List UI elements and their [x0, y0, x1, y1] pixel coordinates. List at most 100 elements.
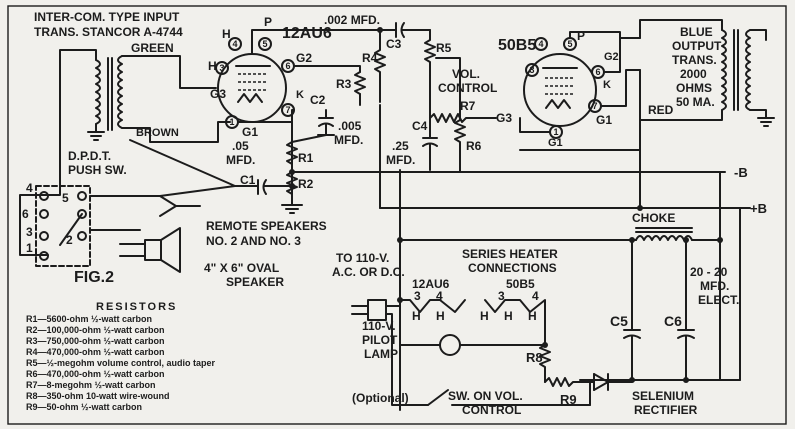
label-pilot-2: PILOT	[362, 333, 398, 347]
pilot-lamp	[399, 334, 546, 356]
resistor-legend-item-4: R4—470,000-ohm ½-watt carbon	[26, 347, 165, 357]
r2-resistor	[286, 171, 298, 195]
label-k2: K	[603, 79, 611, 91]
switch-terminal-0: 4	[26, 181, 33, 195]
label-vol-2: CONTROL	[438, 81, 497, 95]
label-pin-4b: 4	[532, 289, 539, 303]
label-blue: BLUE	[680, 25, 713, 39]
resistor-legend-item-5: R5—½-megohm volume control, audio taper	[26, 358, 216, 368]
label-pin-3b: 3	[498, 289, 505, 303]
label-brown: BROWN	[136, 127, 179, 139]
label-c4-value-2: MFD.	[386, 153, 415, 167]
r7-resistor	[429, 113, 497, 123]
pin-50b5-1: 5	[567, 39, 572, 49]
r1-resistor	[286, 141, 298, 165]
switch-terminal-1: 5	[62, 191, 69, 205]
label-sw-1: SW. ON VOL.	[448, 389, 523, 403]
label-choke: CHOKE	[632, 211, 675, 225]
remote-speaker-jack	[159, 195, 201, 217]
input-transformer	[19, 49, 236, 256]
label-r2: R2	[298, 177, 314, 191]
r9-resistor	[544, 377, 594, 387]
resistor-legend-item-6: R6—470,000-ohm ½-watt carbon	[26, 369, 165, 379]
resistor-legend-item-9: R9—50-ohm ½-watt carbon	[26, 402, 142, 412]
label-sw-2: CONTROL	[462, 403, 521, 417]
pin-12au6-1: 5	[262, 39, 267, 49]
label-heater-h3: H	[480, 309, 489, 323]
tube-50b5	[519, 31, 641, 151]
c6-capacitor	[677, 239, 695, 381]
dpdt-switch	[35, 185, 161, 267]
label-plus-b: +B	[750, 201, 767, 216]
c1-capacitor	[234, 179, 293, 195]
label-elect-2: MFD.	[700, 279, 729, 293]
label-sel-1: SELENIUM	[632, 389, 694, 403]
label-r6: R6	[466, 139, 482, 153]
label-h1: H	[222, 27, 231, 41]
r4-resistor	[374, 29, 386, 103]
resistor-legend-title: RESISTORS	[96, 301, 177, 313]
pin-12au6-0: 4	[232, 39, 237, 49]
label-c3-value: .002 MFD.	[324, 13, 380, 27]
label-dpdt-2: PUSH SW.	[68, 163, 127, 177]
pin-50b5-2: 3	[529, 65, 534, 75]
label-out-4: OHMS	[676, 81, 712, 95]
label-pin-4a: 4	[436, 289, 443, 303]
pin-12au6-2: 3	[219, 63, 224, 73]
label-g3a: G3	[210, 87, 226, 101]
label-c2-value-1: .005	[338, 119, 362, 133]
label-c1: C1	[240, 173, 256, 187]
switch-terminal-2: 6	[22, 207, 29, 221]
pin-12au6-4: 7	[285, 105, 290, 115]
label-g2a: G2	[296, 51, 312, 65]
r6-resistor	[454, 109, 466, 173]
label-g1b: G1	[596, 113, 612, 127]
label-heater-tube-1: 12AU6	[412, 277, 450, 291]
label-g3b: G3	[496, 111, 512, 125]
selenium-rectifier	[593, 373, 609, 391]
label-vol-1: VOL.	[452, 67, 480, 81]
power-plug	[351, 299, 429, 406]
label-heater-h1: H	[412, 309, 421, 323]
label-sel-2: RECTIFIER	[634, 403, 698, 417]
c5-capacitor	[623, 239, 641, 381]
label-speaker-2: SPEAKER	[226, 275, 284, 289]
pin-50b5-0: 4	[538, 39, 543, 49]
frame-border	[7, 5, 787, 425]
resistor-legend-item-3: R3—750,000-ohm ½-watt carbon	[26, 336, 165, 346]
resistor-legend-item-7: R7—8-megohm ½-watt carbon	[26, 380, 156, 390]
switch-terminal-4: 1	[26, 241, 33, 255]
label-pilot-3: LAMP	[364, 347, 398, 361]
label-g1a: G1	[242, 125, 258, 139]
resistor-legend-item-2: R2—100,000-ohm ½-watt carbon	[26, 325, 165, 335]
label-elect-3: ELECT.	[698, 293, 739, 307]
label-pilot-4: (Optional)	[352, 391, 409, 405]
label-out-2: TRANS.	[672, 53, 717, 67]
label-out-5: 50 MA.	[676, 95, 715, 109]
pin-50b5-5: 1	[553, 127, 558, 137]
label-h2: H	[208, 59, 217, 73]
pin-12au6-5: 1	[229, 117, 234, 127]
label-c2: C2	[310, 93, 326, 107]
label-c2-value-2: MFD.	[334, 133, 363, 147]
pin-50b5-3: 6	[595, 67, 600, 77]
label-tube-50b5: 50B5	[498, 37, 536, 54]
label-g1c: G1	[548, 137, 563, 149]
label-heater-h5: H	[528, 309, 537, 323]
label-r7: R7	[460, 99, 476, 113]
label-c6: C6	[664, 313, 682, 329]
label-p1: P	[264, 15, 272, 29]
label-k1: K	[296, 89, 304, 101]
label-heater-h4: H	[504, 309, 513, 323]
pin-12au6-3: 6	[285, 61, 290, 71]
label-r1: R1	[298, 151, 314, 165]
resistor-legend-item-1: R1—5600-ohm ½-watt carbon	[26, 314, 152, 324]
c3-capacitor	[379, 22, 431, 38]
label-transformer-input: INTER-COM. TYPE INPUT	[34, 10, 180, 24]
label-speaker-1: 4" X 6" OVAL	[204, 261, 279, 275]
label-p2: P	[577, 29, 585, 43]
label-c4: C4	[412, 119, 428, 133]
label-r3: R3	[336, 77, 352, 91]
switch-terminal-5: 2	[66, 233, 73, 247]
